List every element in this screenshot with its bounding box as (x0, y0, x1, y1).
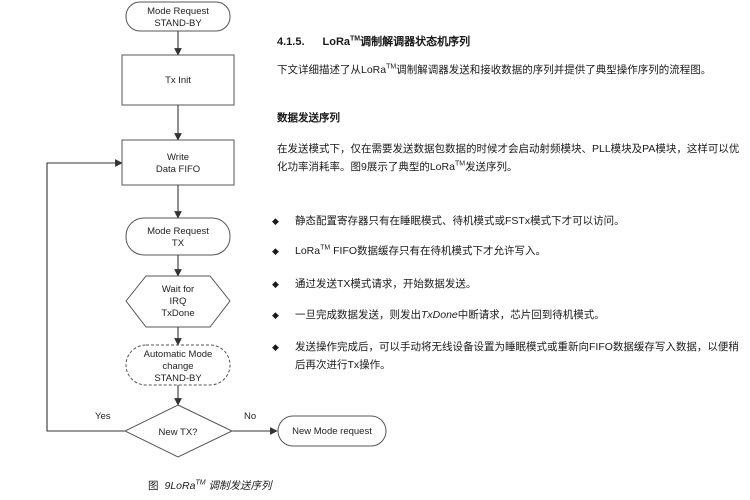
caption-figure-label: 图 (148, 480, 159, 492)
node-wait-irq-line1: Wait for (162, 284, 194, 295)
node-auto-mode-change-line3: STAND-BY (154, 373, 202, 384)
tx-paragraph-part1: 在发送模式下，仅在需要发送数据包数据的时候才会启动射频模块、PLL模块及PA模块… (277, 143, 740, 173)
flow-connectors (46, 31, 278, 435)
node-auto-mode-change: Automatic Mode change STAND-BY (125, 344, 231, 386)
bullet-text-1: 静态配置寄存器只有在睡眠模式、待机模式或FSTx模式下才可以访问。 (295, 215, 625, 227)
node-new-mode-request-label: New Mode request (292, 426, 372, 437)
node-mode-request-standby-line2: STAND-BY (154, 18, 202, 29)
node-mode-request-standby-line1: Mode Request (147, 6, 209, 17)
bullet-mark: ◆ (272, 342, 279, 352)
node-wait-irq-line2: IRQ (170, 296, 187, 307)
node-mode-request-tx: Mode Request TX (125, 217, 231, 256)
node-new-tx-label: New TX? (159, 427, 198, 438)
node-new-mode-request: New Mode request (277, 415, 387, 447)
bullet-text-3: 通过发送TX模式请求，开始数据发送。 (295, 278, 477, 290)
section-title-prefix: LoRa (322, 36, 351, 48)
node-mode-request-standby: Mode Request STAND-BY (125, 1, 231, 32)
bullet-text-4: 一旦完成数据发送，则发出TxDone中断请求，芯片回到待机模式。 (295, 306, 743, 324)
caption-tm: TM (195, 479, 206, 487)
intro-tm: TM (386, 63, 397, 71)
bullet-2-tm: TM (320, 244, 331, 252)
node-mode-request-tx-line2: TX (172, 238, 185, 249)
node-write-fifo-line2: Data FIFO (156, 164, 200, 175)
bullet-mark: ◆ (272, 310, 279, 320)
section-number: 4.1.5. (277, 36, 305, 48)
node-auto-mode-change-line2: change (162, 361, 193, 372)
intro-part2: 调制解调器发送和接收数据的序列并提供了典型操作序列的流程图。 (396, 64, 712, 76)
node-tx-init: Tx Init (121, 54, 235, 106)
label-no: No (244, 411, 256, 422)
node-wait-irq: Wait for IRQ TxDone (125, 275, 231, 328)
tx-paragraph: 在发送模式下，仅在需要发送数据包数据的时候才会启动射频模块、PLL模块及PA模块… (277, 140, 742, 176)
bullet-text-2: LoRaTM FIFO数据缓存只有在待机模式下才允许写入。 (295, 242, 743, 260)
section-title-suffix: 调制解调器状态机序列 (360, 36, 471, 48)
bullet-2-prefix: LoRa (295, 245, 321, 257)
intro-part1: 下文详细描述了从LoRa (277, 64, 387, 76)
intro-paragraph: 下文详细描述了从LoRaTM调制解调器发送和接收数据的序列并提供了典型操作序列的… (277, 61, 742, 79)
node-new-tx-decision: New TX? (123, 404, 234, 458)
section-heading: 4.1.5. LoRaTM调制解调器状态机序列 (277, 33, 470, 49)
tx-paragraph-part2: 发送序列。 (465, 161, 518, 173)
bullet-mark: ◆ (272, 246, 279, 256)
node-write-fifo-line1: Write (167, 152, 189, 163)
node-mode-request-tx-line1: Mode Request (147, 226, 209, 237)
caption-number-prefix: 9LoRa (164, 480, 196, 492)
tx-paragraph-tm: TM (454, 160, 466, 168)
subheading-tx-sequence: 数据发送序列 (277, 112, 340, 124)
bullet-mark: ◆ (272, 216, 279, 226)
bullet-4-suffix: 中断请求，芯片回到待机模式。 (457, 309, 605, 321)
node-wait-irq-line3: TxDone (161, 308, 194, 319)
bullet-4-prefix: 一旦完成数据发送，则发出 (295, 309, 421, 321)
bullet-mark: ◆ (272, 279, 279, 289)
figure-caption: 图 9LoRaTM 调制发送序列 (148, 478, 271, 493)
section-title-tm: TM (350, 35, 361, 43)
label-yes: Yes (95, 411, 111, 422)
bullet-2-suffix: FIFO数据缓存只有在待机模式下才允许写入。 (330, 245, 547, 257)
bullet-4-italic: TxDone (421, 309, 458, 321)
bullet-text-5: 发送操作完成后，可以手动将无线设备设置为睡眠模式或重新向FIFO数据缓存写入数据… (295, 341, 739, 371)
node-tx-init-label: Tx Init (165, 75, 191, 86)
node-write-fifo: Write Data FIFO (121, 139, 235, 186)
caption-suffix: 调制发送序列 (205, 480, 272, 492)
node-auto-mode-change-line1: Automatic Mode (144, 349, 213, 360)
